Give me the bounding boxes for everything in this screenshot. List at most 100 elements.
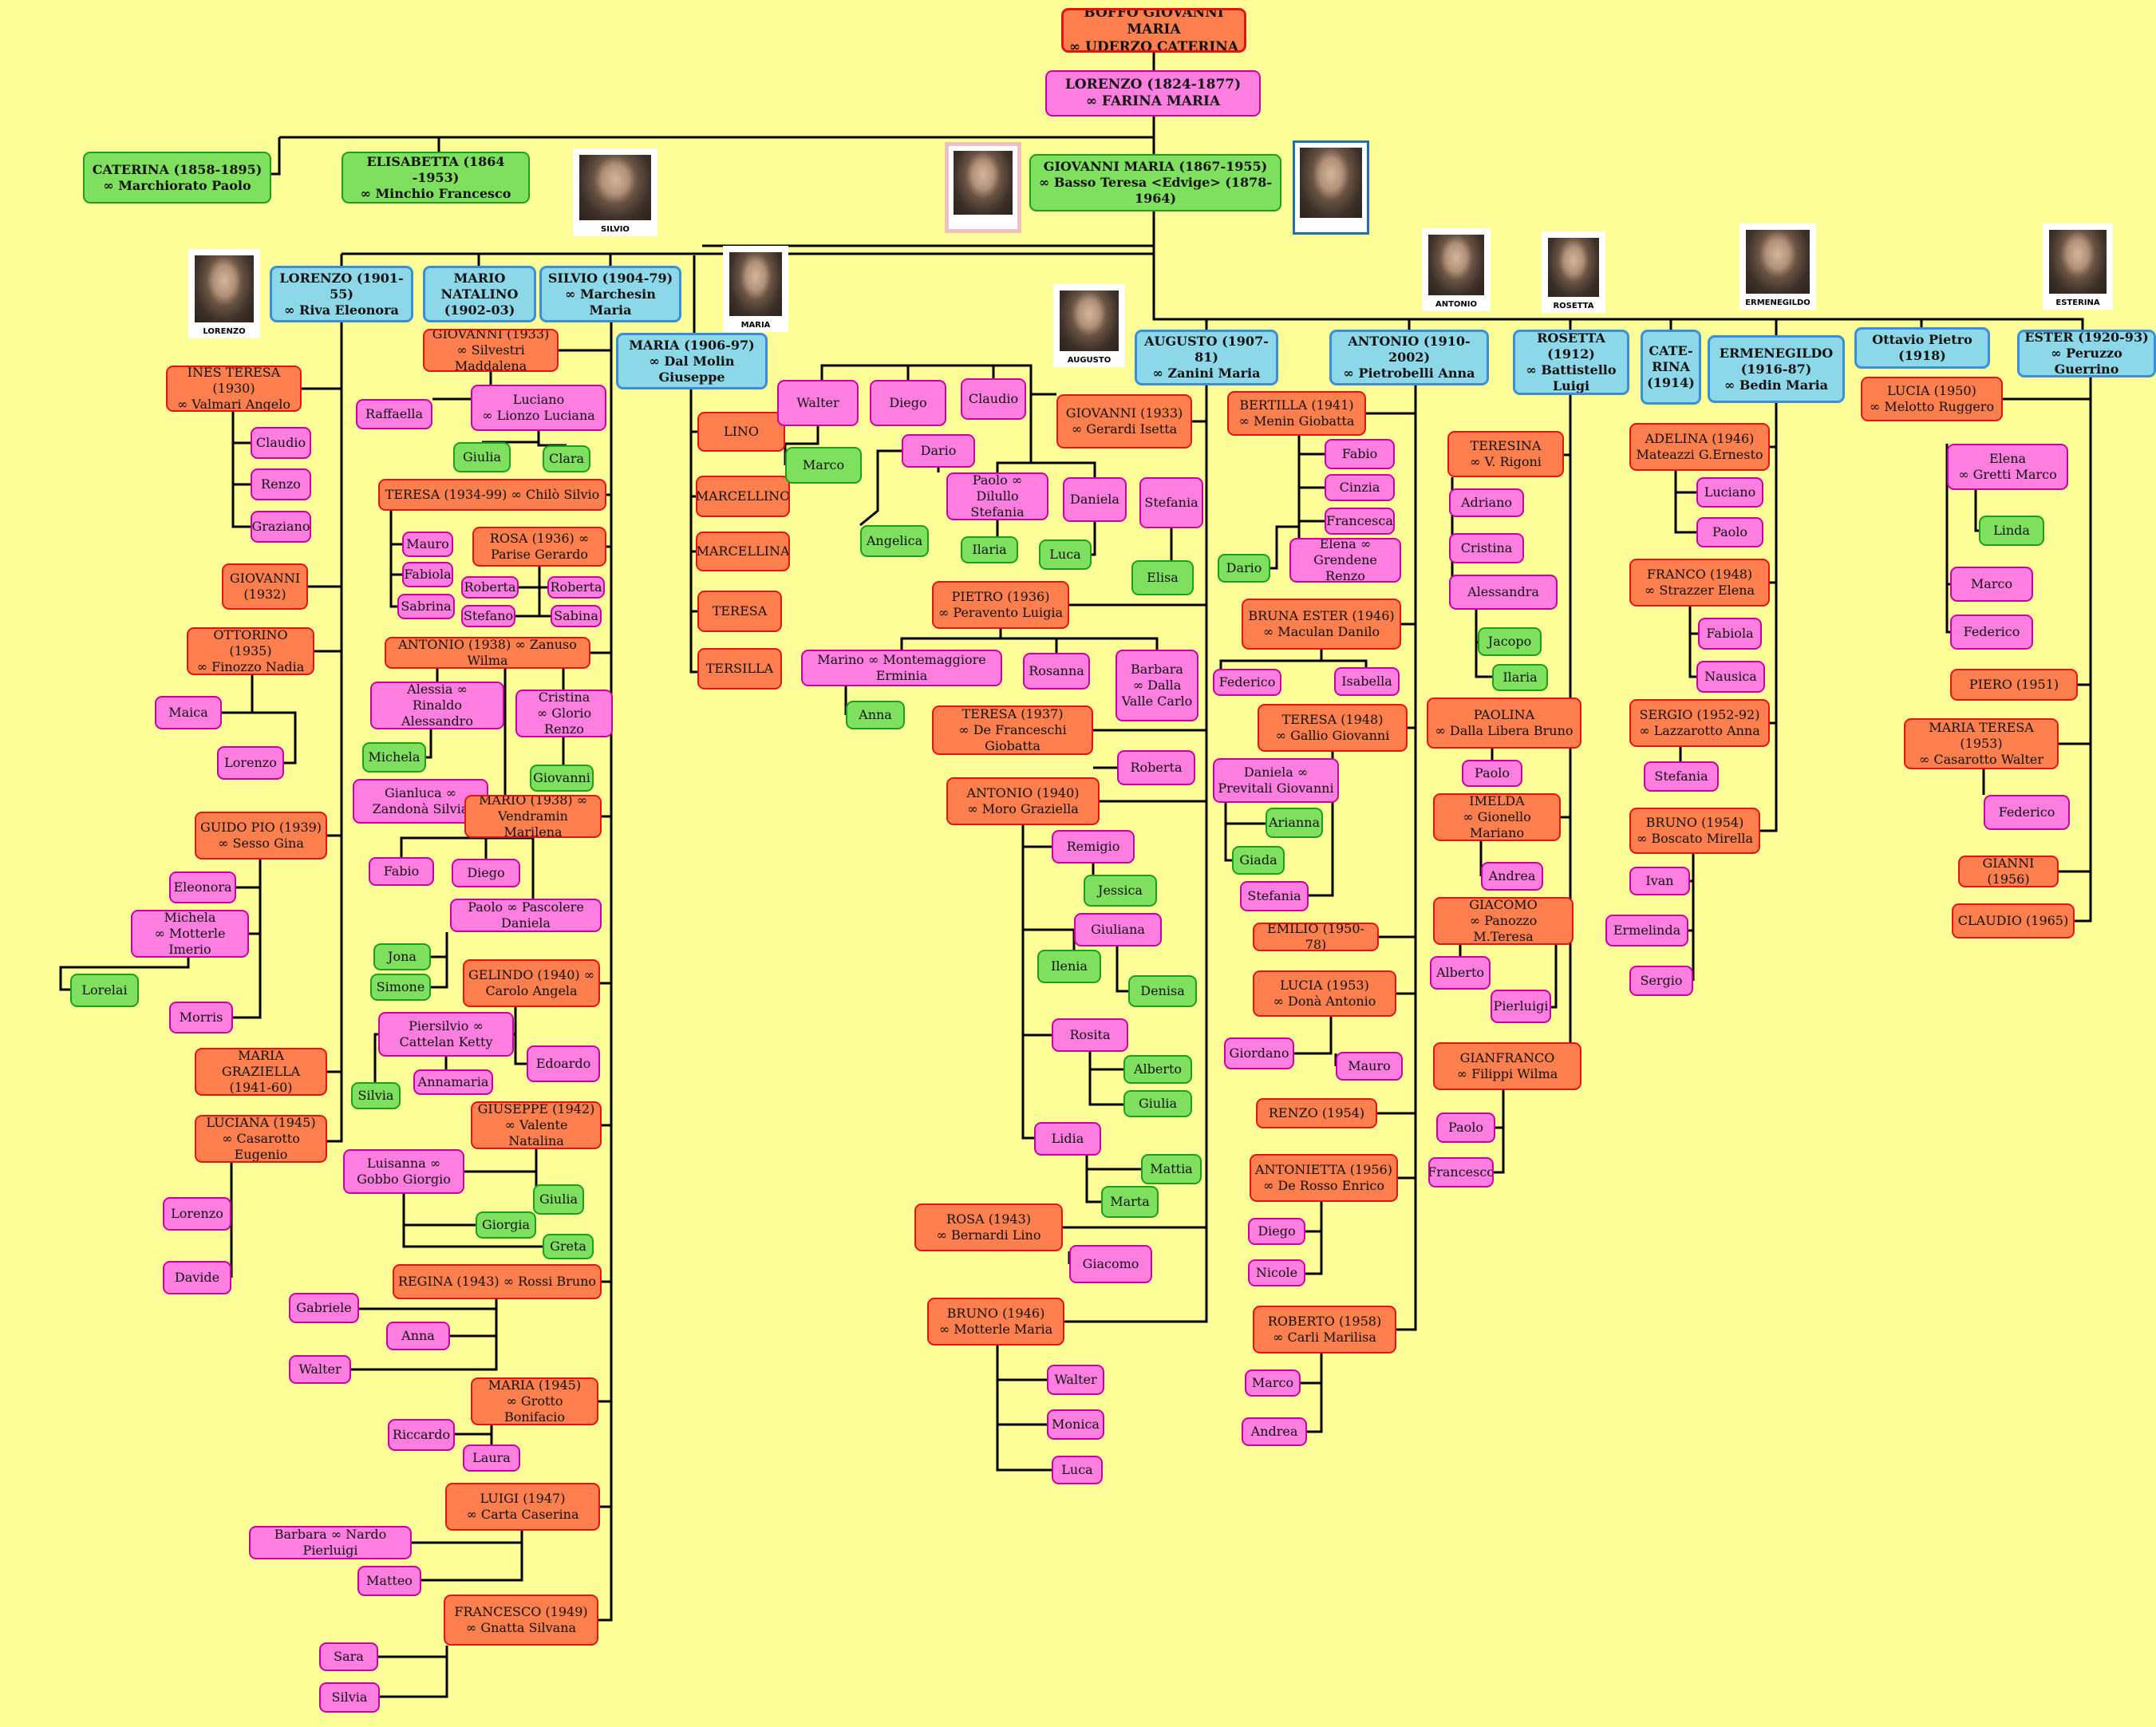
person-node-lucia50: LUCIA (1950) ∞ Melotto Ruggero xyxy=(1861,377,2003,421)
tree-connector-line xyxy=(1688,607,1696,678)
person-label: Claudio xyxy=(255,435,306,450)
person-node-lorenzo-l: Lorenzo xyxy=(163,1197,231,1231)
person-node-giovanni32: GIOVANNI (1932) xyxy=(222,563,308,610)
person-label: ADELINA (1946) Mateazzi G.Ernesto xyxy=(1636,431,1763,462)
person-node-lorenzo01: LORENZO (1901-55) ∞ Riva Eleonora xyxy=(270,266,413,322)
person-node-luca-b: Luca xyxy=(1052,1456,1103,1484)
person-label: Giorgia xyxy=(481,1217,531,1232)
person-label: Sara xyxy=(334,1649,364,1664)
person-label: Alessia ∞ Rinaldo Alessandro xyxy=(401,682,473,729)
person-label: MARIA TERESA (1953) ∞ Casarotto Walter xyxy=(1918,720,2044,767)
tree-connector-line xyxy=(380,1646,448,1698)
person-node-diego-m: Diego xyxy=(452,859,520,887)
person-label: Anna xyxy=(401,1328,435,1343)
person-node-ottavio18: Ottavio Pietro (1918) xyxy=(1854,327,1990,369)
tree-connector-line xyxy=(1321,659,1368,667)
person-node-fabio-b: Fabio xyxy=(1325,439,1395,469)
person-node-silvia-g: Silvia xyxy=(351,1082,401,1109)
person-label: Marco xyxy=(1970,576,2013,591)
person-node-davide: Davide xyxy=(163,1261,231,1294)
person-label: CATE- RINA (1914) xyxy=(1647,343,1695,390)
portrait-photo: LORENZO xyxy=(188,249,260,338)
person-label: Anna xyxy=(859,707,892,722)
person-label: BOFFO GIOVANNI MARIA ∞ UDERZO CATERINA xyxy=(1068,8,1239,53)
tree-connector-line xyxy=(689,389,697,674)
person-node-maria06: MARIA (1906-97) ∞ Dal Molin Giuseppe xyxy=(616,333,768,389)
person-label: GIANNI (1956) xyxy=(1982,856,2035,887)
tree-connector-line xyxy=(426,729,432,759)
person-label: Gianluca ∞ Zandonà Silvia xyxy=(372,785,469,816)
person-label: SILVIO (1904-79) ∞ Marchesin Maria xyxy=(547,270,673,318)
person-node-morris: Morris xyxy=(169,1002,233,1033)
person-label: Simone xyxy=(376,979,425,994)
person-node-ilaria-p: Ilaria xyxy=(961,536,1018,563)
tree-connector-line xyxy=(1760,403,1778,832)
person-node-nausica: Nausica xyxy=(1696,661,1765,693)
person-node-alberto-g: Alberto xyxy=(1430,956,1491,990)
tree-connector-line xyxy=(514,1007,527,1065)
person-node-sabrina-t: Sabrina xyxy=(397,594,455,619)
person-label: Walter xyxy=(1054,1372,1097,1387)
tree-connector-line xyxy=(1031,461,1096,477)
person-label: GIANFRANCO ∞ Filippi Wilma xyxy=(1456,1050,1558,1081)
person-node-paolo-ad: Paolo xyxy=(1696,517,1763,547)
person-label: Luisanna ∞ Gobbo Giorgio xyxy=(357,1156,451,1187)
person-label: GIACOMO ∞ Panozzo M.Teresa xyxy=(1469,897,1538,944)
person-node-sergio52: SERGIO (1952-92) ∞ Lazzarotto Anna xyxy=(1629,699,1770,747)
tree-connector-line xyxy=(222,675,254,714)
person-node-remigio: Remigio xyxy=(1052,830,1135,864)
tree-connector-line xyxy=(231,412,251,528)
portrait-photo: MARIA xyxy=(723,246,788,332)
person-node-ilenia: Ilenia xyxy=(1037,950,1101,983)
person-label: Stefania xyxy=(1654,769,1708,784)
person-label: Giulia xyxy=(463,449,501,464)
person-node-francesco-gf: Francesco xyxy=(1428,1157,1494,1188)
tree-connector-line xyxy=(1001,637,1058,653)
portrait-photo: ERMENEGILDO xyxy=(1739,223,1816,310)
person-node-federico-mt: Federico xyxy=(1984,795,2070,830)
person-label: EMILIO (1950-78) xyxy=(1267,923,1364,951)
person-label: Giulia xyxy=(539,1192,578,1207)
tree-connector-line xyxy=(1945,444,1950,634)
person-node-emilio: EMILIO (1950-78) xyxy=(1253,923,1379,951)
person-node-root: BOFFO GIOVANNI MARIA ∞ UDERZO CATERINA xyxy=(1061,8,1246,53)
person-node-michela-g: Michela ∞ Motterle Imerio xyxy=(131,910,249,958)
person-label: Alberto xyxy=(1435,965,1485,980)
portrait-photo: SILVIO xyxy=(573,148,657,236)
tree-connector-line xyxy=(1116,946,1128,993)
person-node-rosa43: ROSA (1943) ∞ Bernardi Lino xyxy=(914,1203,1063,1251)
person-label: Paolo xyxy=(1475,765,1510,781)
person-label: Jacopo xyxy=(1487,634,1532,649)
tree-connector-line xyxy=(1085,1156,1101,1203)
person-label: MARIA GRAZIELLA (1941-60) xyxy=(221,1048,301,1095)
person-node-alberto-r: Alberto xyxy=(1123,1055,1192,1084)
person-label: Arianna xyxy=(1269,815,1321,830)
person-node-giovmaria: GIOVANNI MARIA (1867-1955) ∞ Basso Teres… xyxy=(1029,154,1281,211)
person-node-giuseppe42: GIUSEPPE (1942) ∞ Valente Natalina xyxy=(471,1101,602,1149)
tree-connector-line xyxy=(1001,637,1159,650)
portrait-caption: LORENZO xyxy=(203,327,246,336)
person-node-luca-d: Luca xyxy=(1039,539,1092,570)
person-node-greta: Greta xyxy=(543,1234,594,1259)
person-label: GIOVANNI (1933) ∞ Silvestri Maddalena xyxy=(432,329,550,372)
person-node-giordano: Giordano xyxy=(1224,1037,1294,1069)
tree-connector-line xyxy=(996,426,1033,472)
person-label: ANTONIO (1938) ∞ Zanuso Wilma xyxy=(398,637,577,668)
person-node-simone: Simone xyxy=(370,974,431,1001)
tree-connector-line xyxy=(421,1531,523,1582)
person-node-edoardo: Edoardo xyxy=(527,1045,600,1082)
person-label: Matteo xyxy=(366,1573,413,1588)
person-label: Marco xyxy=(802,457,845,472)
person-label: Clara xyxy=(548,451,585,466)
person-label: CLAUDIO (1965) xyxy=(1957,913,2069,928)
person-label: AUGUSTO (1907-81) ∞ Zanini Maria xyxy=(1144,334,1269,381)
tree-connector-line xyxy=(400,836,533,857)
portrait-photo xyxy=(945,142,1021,233)
person-label: Greta xyxy=(550,1239,586,1254)
person-node-dario-a: Dario xyxy=(902,434,975,468)
portrait-image xyxy=(1300,148,1362,218)
portrait-image xyxy=(729,252,782,316)
person-label: INES TERESA (1930) ∞ Valmari Angelo xyxy=(176,366,291,412)
